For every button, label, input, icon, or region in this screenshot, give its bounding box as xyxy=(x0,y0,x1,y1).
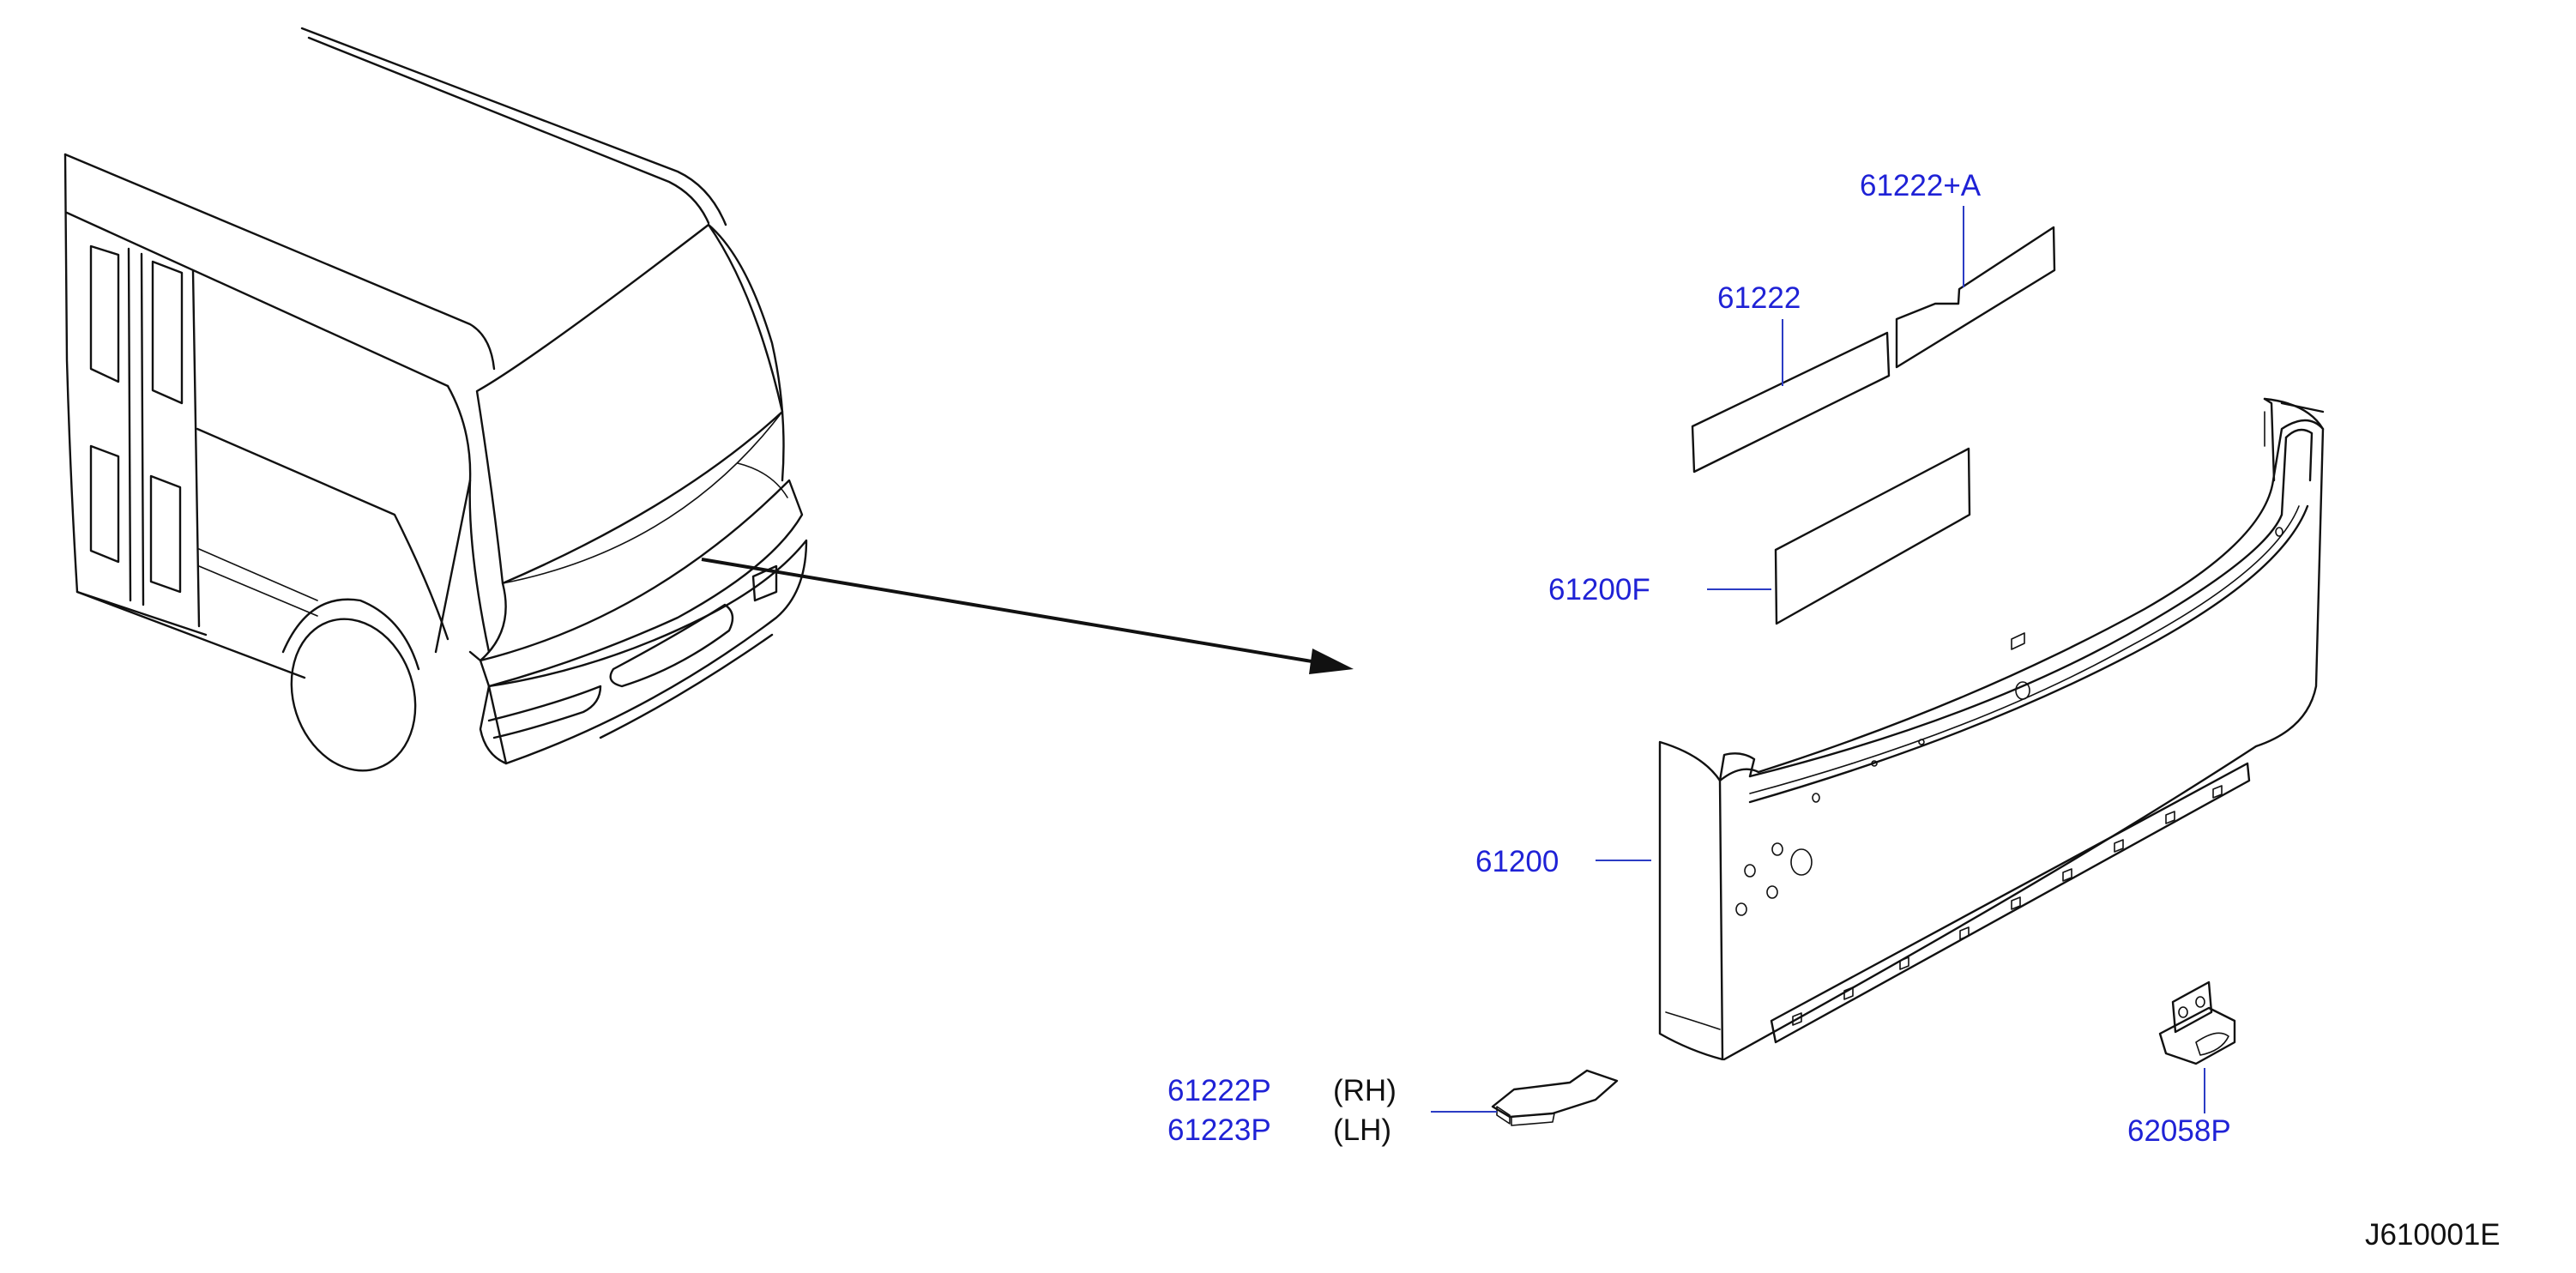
part-number-61222p[interactable]: 61222P xyxy=(1167,1074,1271,1107)
part-number-61200f[interactable]: 61200F xyxy=(1548,573,1650,606)
side-label-lh: (LH) xyxy=(1333,1113,1391,1147)
side-label-rh: (RH) xyxy=(1333,1074,1397,1107)
part-62058p-shape xyxy=(2158,980,2236,1065)
part-number-61223p[interactable]: 61223P xyxy=(1167,1113,1271,1147)
part-61200f-shape xyxy=(1774,447,1971,625)
part-number-61200[interactable]: 61200 xyxy=(1475,845,1559,878)
pointer-arrow xyxy=(701,558,1354,674)
part-61222a-shape xyxy=(1895,226,2056,369)
part-61222-shape xyxy=(1691,331,1891,474)
part-number-62058p[interactable]: 62058P xyxy=(2127,1114,2231,1148)
part-61200-shape xyxy=(1658,397,2325,1061)
part-number-61222[interactable]: 61222 xyxy=(1717,281,1801,315)
diagram-code: J610001E xyxy=(2365,1218,2501,1252)
part-61222p-shape xyxy=(1491,1069,1619,1126)
van-illustration xyxy=(63,27,808,772)
part-number-61222a[interactable]: 61222+A xyxy=(1860,169,1982,202)
